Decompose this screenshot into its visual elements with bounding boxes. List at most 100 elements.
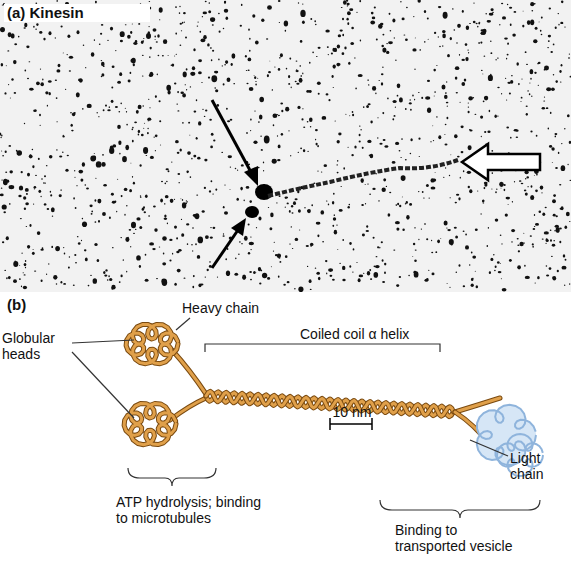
stain-speck: [495, 59, 496, 61]
stain-speck: [445, 167, 446, 169]
stain-speck: [203, 35, 207, 40]
stain-speck: [383, 178, 386, 181]
stain-speck: [270, 213, 273, 218]
stain-speck: [291, 226, 293, 227]
stain-speck: [39, 114, 41, 116]
stain-speck: [79, 78, 83, 82]
stain-speck: [510, 137, 512, 139]
stain-speck: [512, 201, 513, 203]
stain-speck: [295, 81, 297, 82]
stain-speck: [69, 70, 71, 72]
stain-speck: [418, 191, 419, 192]
stain-speck: [561, 0, 563, 3]
stain-speck: [379, 80, 380, 81]
stain-speck: [285, 255, 288, 258]
stain-speck: [449, 239, 454, 245]
stain-speck: [169, 259, 171, 261]
stain-speck: [420, 49, 421, 51]
stain-speck: [307, 210, 309, 212]
stain-speck: [475, 270, 476, 272]
stain-speck: [392, 118, 394, 120]
stain-speck: [553, 74, 554, 75]
stain-speck: [7, 50, 9, 51]
stain-speck: [415, 37, 416, 39]
stain-speck: [145, 195, 148, 199]
stain-speck: [525, 192, 528, 195]
stain-speck: [516, 62, 519, 65]
stain-speck: [40, 69, 41, 70]
stain-speck: [506, 99, 507, 100]
stain-speck: [438, 6, 441, 8]
stain-speck: [465, 43, 468, 46]
stain-speck: [177, 91, 179, 93]
stain-speck: [434, 91, 436, 93]
stain-speck: [480, 41, 482, 43]
stain-speck: [230, 166, 231, 167]
stain-speck: [227, 77, 231, 82]
stain-speck: [465, 245, 469, 249]
coiled-coil-strand: [206, 392, 454, 417]
stain-speck: [74, 170, 75, 171]
stain-speck: [55, 80, 57, 82]
stain-speck: [160, 144, 161, 146]
stain-speck: [316, 143, 318, 146]
stain-speck: [350, 42, 354, 45]
stain-speck: [63, 135, 64, 136]
stain-speck: [483, 203, 485, 204]
stain-speck: [443, 12, 448, 19]
stain-speck: [556, 227, 560, 233]
stain-speck: [19, 265, 20, 267]
stain-speck: [507, 203, 508, 205]
stain-speck: [117, 81, 121, 84]
stain-speck: [399, 276, 401, 278]
stain-speck: [182, 22, 184, 24]
stain-speck: [56, 0, 57, 2]
stain-speck: [521, 78, 522, 79]
stain-speck: [488, 227, 489, 229]
stain-speck: [235, 257, 236, 259]
stain-speck: [178, 182, 179, 183]
stain-speck: [338, 34, 341, 37]
stain-speck: [499, 24, 500, 26]
stain-speck: [318, 277, 320, 280]
stain-speck: [523, 232, 524, 234]
stain-speck: [278, 115, 279, 116]
stain-speck: [132, 176, 133, 178]
stain-speck: [509, 259, 512, 261]
stain-speck: [399, 205, 401, 207]
stain-speck: [520, 101, 521, 103]
stain-speck: [195, 243, 197, 245]
stain-speck: [159, 120, 161, 122]
stain-speck: [569, 141, 571, 144]
stain-speck: [381, 241, 383, 243]
stain-speck: [167, 222, 168, 224]
stain-speck: [101, 162, 105, 167]
stain-speck: [207, 269, 209, 271]
stain-speck: [143, 127, 144, 129]
stain-speck: [103, 109, 105, 111]
stain-speck: [542, 213, 545, 216]
stain-speck: [402, 17, 405, 20]
stain-speck: [24, 274, 26, 275]
stain-speck: [463, 170, 465, 172]
stain-speck: [130, 59, 133, 63]
stain-speck: [34, 186, 37, 188]
stain-speck: [207, 43, 210, 46]
stain-speck: [349, 115, 350, 117]
stain-speck: [105, 105, 107, 107]
stain-speck: [476, 23, 478, 25]
stain-speck: [215, 188, 217, 190]
stain-speck: [276, 202, 277, 203]
stain-speck: [345, 113, 346, 115]
stain-speck: [163, 252, 165, 254]
stain-speck: [301, 75, 302, 77]
stain-speck: [525, 51, 527, 53]
stain-speck: [310, 289, 312, 290]
stain-speck: [490, 40, 491, 41]
stain-speck: [455, 77, 458, 80]
stain-speck: [115, 200, 117, 202]
stain-speck: [224, 211, 228, 214]
stain-speck: [159, 100, 161, 102]
stain-speck: [182, 202, 186, 208]
stain-speck: [457, 156, 460, 158]
